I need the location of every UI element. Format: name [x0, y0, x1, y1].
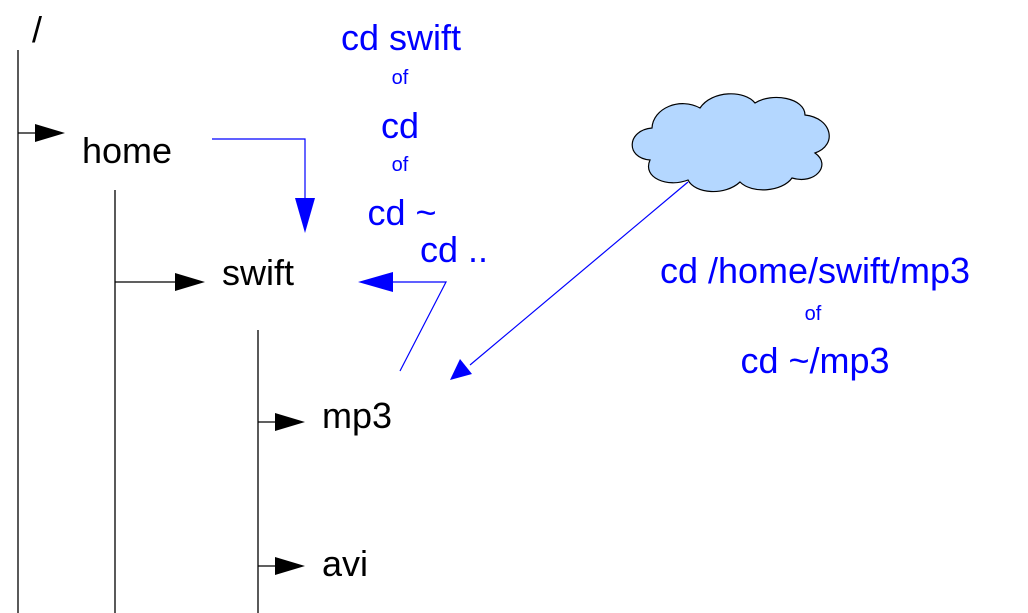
cd-to-mp3-commands: cd /home/swift/mp3 of cd ~/mp3 [660, 250, 970, 381]
arrowhead-home [35, 124, 65, 142]
cmd-cd-home-relative: cd ~/mp3 [740, 340, 889, 381]
arrowhead-avi [275, 557, 305, 575]
command-arrowheads [295, 198, 472, 380]
arrow-cloud-to-mp3-line [469, 181, 689, 366]
tree-arrowheads [35, 124, 305, 575]
node-home-label: home [82, 130, 172, 171]
cmd-cd-absolute: cd /home/swift/mp3 [660, 250, 970, 291]
cmd-cd: cd [381, 105, 419, 146]
cmd-of-1: of [392, 67, 409, 89]
node-avi-label: avi [322, 543, 368, 584]
cloud-icon [631, 93, 830, 193]
arrowhead-cloud-to-mp3 [450, 359, 472, 380]
tree-lines [17, 50, 277, 613]
cmd-cd-tilde: cd ~ [367, 192, 436, 233]
arrow-mp3-to-swift-line [390, 281, 447, 372]
arrowhead-mp3 [275, 413, 305, 431]
node-mp3-label: mp3 [322, 395, 392, 436]
cmd-cd-up: cd .. [420, 229, 488, 270]
arrowhead-up-to-swift [358, 272, 393, 292]
node-root-label: / [32, 9, 42, 50]
cd-to-swift-commands: cd swift of cd of cd ~ [341, 17, 461, 233]
cmd-cd-swift: cd swift [341, 17, 461, 58]
cmd-of-3: of [805, 303, 822, 325]
arrowhead-swift [175, 273, 205, 291]
node-swift-label: swift [222, 252, 294, 293]
arrowhead-home-to-swift [295, 198, 315, 233]
command-arrows [212, 138, 689, 372]
arrow-home-to-swift-line [212, 138, 306, 200]
cmd-of-2: of [392, 154, 409, 176]
